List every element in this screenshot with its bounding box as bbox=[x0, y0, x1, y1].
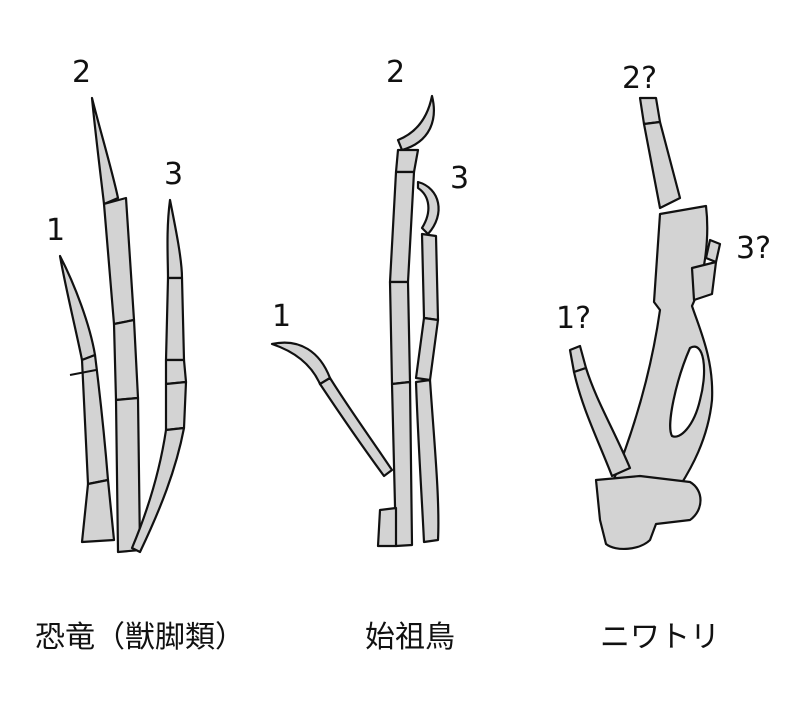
chicken-caption: ニワトリ bbox=[600, 620, 720, 655]
archaeopteryx-digit-3-label: 3 bbox=[450, 161, 469, 196]
theropod-hand: 1 2 3 bbox=[46, 55, 188, 554]
chicken-digit-3-label: 3? bbox=[736, 231, 771, 266]
theropod-digit-1-label: 1 bbox=[46, 213, 65, 248]
theropod-digit-2-label: 2 bbox=[72, 55, 91, 90]
archaeopteryx-digit-2 bbox=[388, 94, 435, 548]
theropod-digit-3-label: 3 bbox=[164, 157, 183, 192]
chicken-fenestra bbox=[669, 345, 706, 438]
theropod-digit-1 bbox=[58, 254, 116, 544]
archaeopteryx-hand: 1 2 3 bbox=[270, 55, 469, 548]
chicken-digit-1 bbox=[568, 344, 632, 478]
archaeopteryx-caption: 始祖鳥 bbox=[365, 620, 455, 655]
chicken-digit-2-label: 2? bbox=[622, 61, 657, 96]
chicken-digit-2 bbox=[638, 96, 682, 210]
theropod-digit-3 bbox=[130, 198, 188, 554]
chicken-digit-1-label: 1? bbox=[556, 301, 591, 336]
archaeopteryx-carpal bbox=[376, 506, 398, 548]
archaeopteryx-digit-1-label: 1 bbox=[272, 299, 291, 334]
chicken-carpometacarpus bbox=[610, 204, 714, 488]
archaeopteryx-digit-2-label: 2 bbox=[386, 55, 405, 90]
chicken-wrist-bones bbox=[594, 474, 702, 550]
theropod-caption: 恐竜（獣脚類） bbox=[35, 620, 245, 655]
chicken-digit-3 bbox=[690, 238, 722, 302]
archaeopteryx-digit-1 bbox=[270, 341, 394, 478]
chicken-hand: 2? 3? 1? bbox=[556, 61, 771, 550]
theropod-digit-2 bbox=[90, 96, 142, 554]
archaeopteryx-digit-3 bbox=[414, 180, 440, 544]
